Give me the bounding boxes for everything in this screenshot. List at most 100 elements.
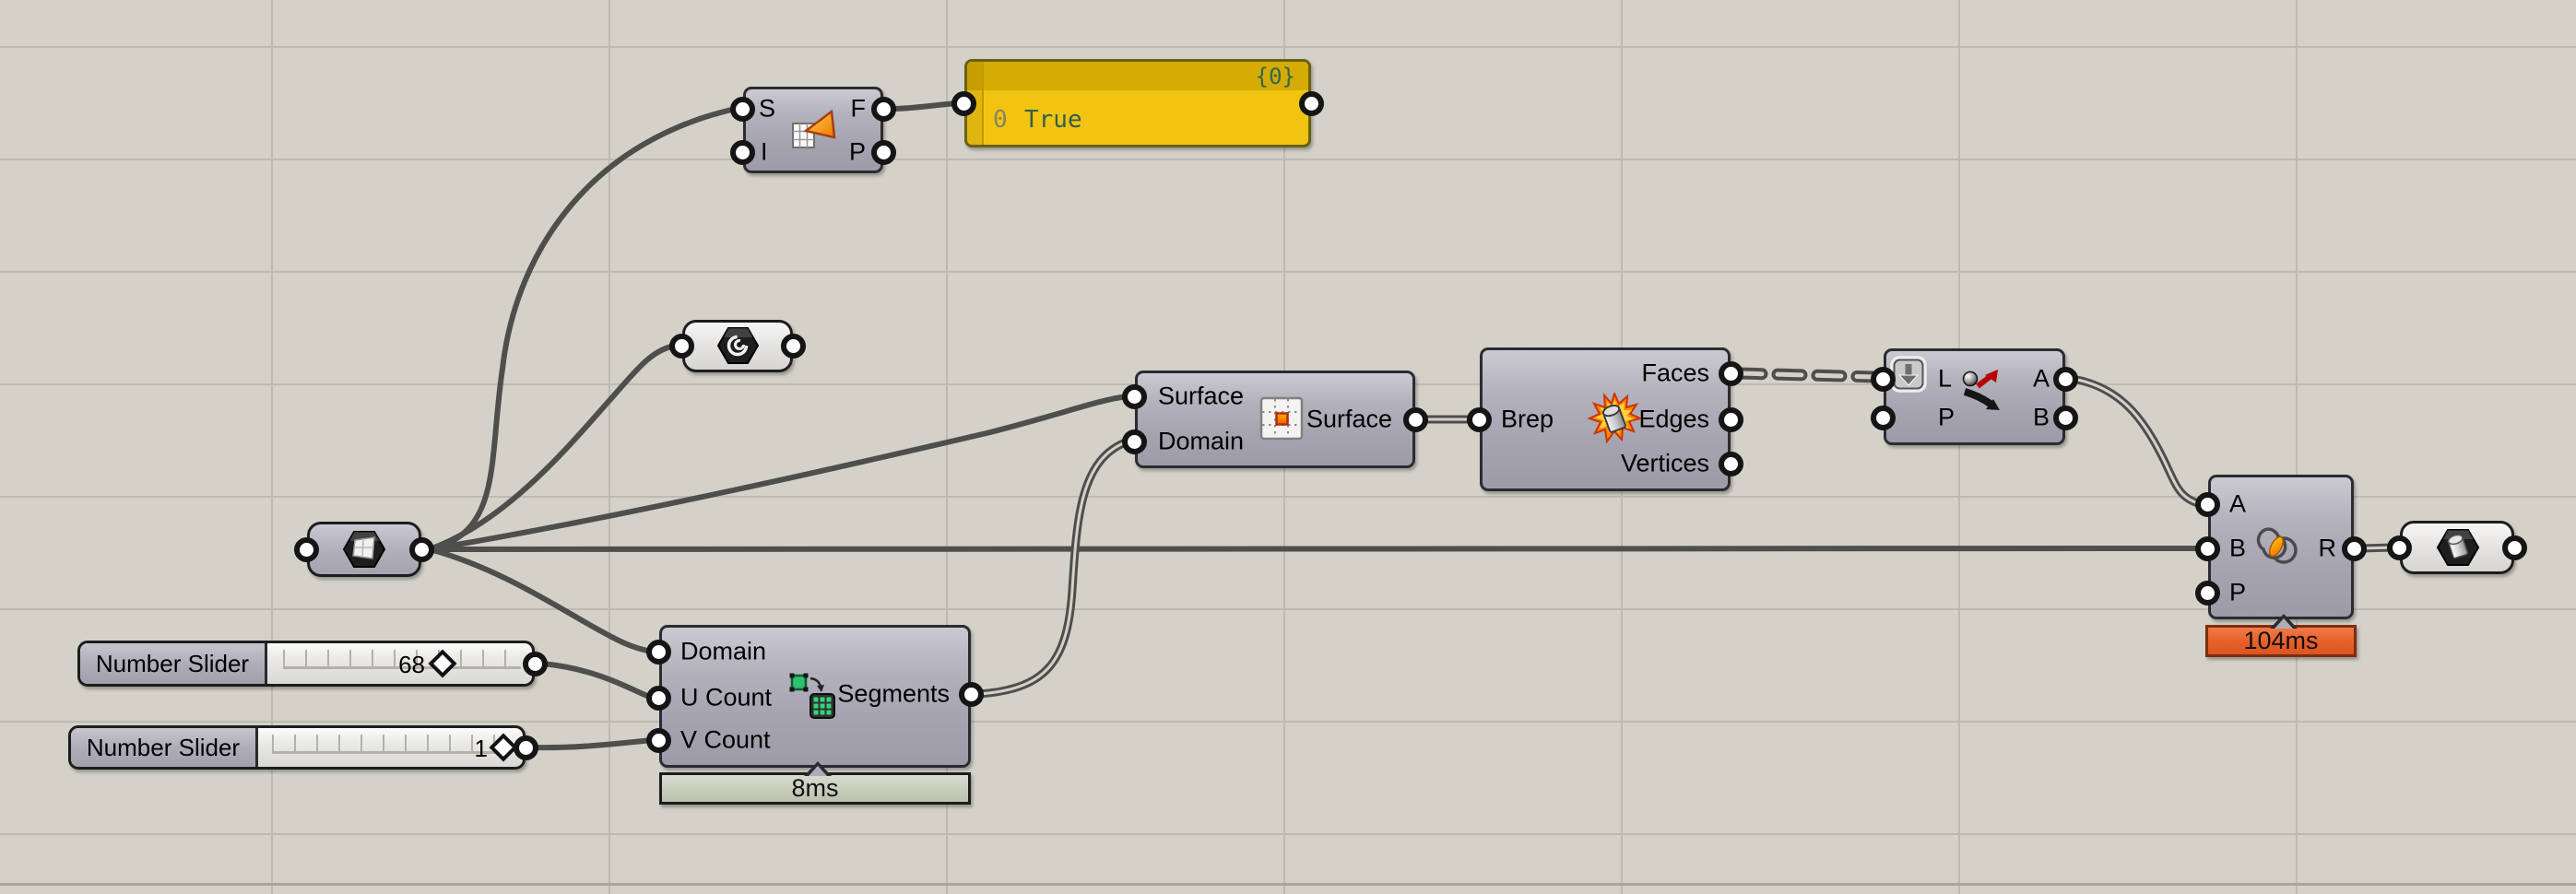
dispatch-output-a-port[interactable] [2053,367,2078,392]
port-label: F [850,94,867,123]
slider-value: 68 [398,651,425,678]
port-label: Segments [837,679,950,708]
isotrim-component[interactable]: Surface Domain Surface [1122,371,1428,468]
divdom-input-vcount-port[interactable] [646,728,671,753]
divide-domain-component[interactable]: Domain U Count V Count Segments [646,625,984,768]
divdom-runtime-tag: 8ms [659,761,971,805]
wire-isplanar-to-panel [890,100,958,112]
port-label: Domain [680,637,767,665]
surface-hexagon-icon [342,531,386,568]
divdom-input-ucount-port[interactable] [646,686,671,711]
curve-param-output-port[interactable] [781,334,806,359]
decon-output-faces-port[interactable] [1719,361,1743,386]
panel-header [967,62,1308,90]
port-label: A [2229,489,2247,518]
runtime-tag-notch [2270,614,2298,629]
curve-parameter[interactable] [669,320,806,372]
decon-output-edges-port[interactable] [1719,407,1743,432]
data-panel[interactable]: {0} 0 True [951,59,1324,147]
is-planar-component[interactable]: S I F P [730,87,896,173]
slider-name-label: Number Slider [71,728,258,767]
brep-param-input-port[interactable] [2387,535,2412,560]
runtime-text: 8ms [791,774,839,802]
port-label: Surface [1306,405,1392,433]
panel-input-port[interactable] [951,91,976,116]
port-label: U Count [680,683,773,712]
panel-item-index: 0 [993,106,1008,134]
panel-item-value: True [1024,106,1082,134]
slider-name-label: Number Slider [80,643,267,684]
wire-surface-to-isplanar [429,106,737,552]
runtime-tag-notch [804,761,832,776]
decon-output-vertices-port[interactable] [1719,452,1743,476]
port-label: S [759,94,776,123]
port-label: B [2032,403,2050,431]
wire-slider1-to-vcount [532,737,653,751]
slider-v-output-port[interactable] [514,735,538,760]
isotrim-output-surface-port[interactable] [1403,407,1428,432]
slider-track[interactable] [283,650,521,669]
decon-input-brep-port[interactable] [1467,407,1492,432]
region-intersection-icon [2256,527,2298,564]
port-label: Faces [1641,359,1709,387]
port-label: R [2318,534,2337,562]
port-label: P [848,137,866,166]
wire-segments-to-domain [977,437,1129,699]
brep-hexagon-icon [2436,529,2480,566]
surface-param-input-port[interactable] [294,537,319,562]
is-planar-output-f-port[interactable] [871,97,896,122]
dispatch-input-l-port[interactable] [1871,367,1896,392]
brep-param-output-port[interactable] [2502,535,2527,560]
wire-slider68-to-ucount [541,661,654,700]
region-input-a-port[interactable] [2195,492,2220,517]
runtime-text: 104ms [2243,627,2319,654]
panel-path-label: {0} [1255,64,1295,89]
region-output-r-port[interactable] [2342,536,2367,561]
surface-parameter[interactable] [294,522,434,577]
planar-surface-icon [792,109,836,148]
number-slider-v[interactable]: Number Slider 1 [68,725,538,770]
is-planar-input-s-port[interactable] [730,97,755,122]
region-input-b-port[interactable] [2195,536,2220,561]
port-label: P [1938,403,1956,431]
is-planar-input-i-port[interactable] [730,140,755,165]
explode-brep-icon [1588,393,1641,444]
dispatch-component[interactable]: L P A B [1871,348,2078,445]
surface-param-output-port[interactable] [409,537,434,562]
wire-dispatch-a-to-region-a [2072,374,2203,509]
deconstruct-brep-component[interactable]: Brep Faces Edges Vertices [1467,347,1743,491]
region-input-p-port[interactable] [2195,581,2220,606]
wire-surface-to-region-b [429,546,2202,552]
curve-param-input-port[interactable] [669,334,694,359]
port-label: Edges [1638,405,1709,433]
brep-parameter[interactable] [2387,521,2527,574]
canvas-edge-line [0,883,2576,886]
port-label: P [2229,578,2247,606]
isotrim-input-domain-port[interactable] [1122,429,1147,454]
region-runtime-tag: 104ms [2205,614,2357,657]
is-planar-output-p-port[interactable] [871,140,896,165]
slider-track[interactable] [272,735,512,754]
wire-surface-to-curveparam [428,343,676,552]
slider-value: 1 [474,735,488,762]
divdom-output-segments-port[interactable] [959,682,984,707]
dispatch-output-b-port[interactable] [2053,406,2078,430]
isotrim-grid-icon [1259,396,1304,441]
dispatch-icon [1962,370,2000,410]
port-label: V Count [680,725,771,754]
panel-output-port[interactable] [1299,91,1324,116]
divdom-input-domain-port[interactable] [646,640,671,665]
number-slider-u[interactable]: Number Slider 68 [77,641,548,687]
port-label: Brep [1501,405,1554,433]
isotrim-input-surface-port[interactable] [1122,384,1147,409]
slider-u-output-port[interactable] [523,652,548,676]
port-label: A [2032,364,2050,393]
port-label: Surface [1158,382,1245,410]
dispatch-input-p-port[interactable] [1871,406,1896,430]
flatten-arrow-icon [1890,356,1927,393]
curve-hexagon-icon [716,327,759,364]
port-label: B [2229,534,2247,562]
region-intersection-component[interactable]: A B P R [2195,475,2367,619]
